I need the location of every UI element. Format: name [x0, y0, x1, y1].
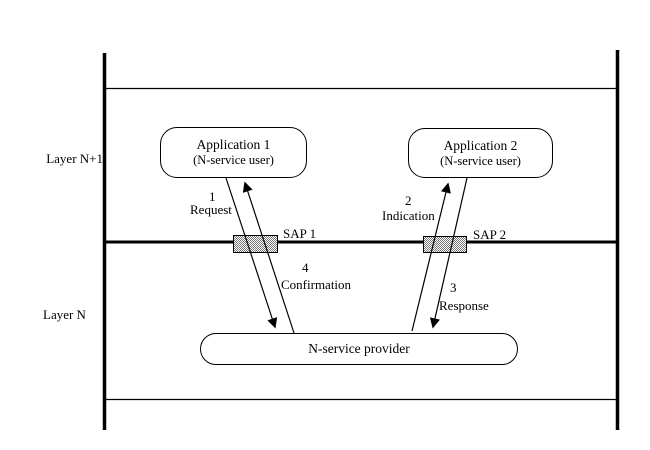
layer-lower-label: Layer N [43, 307, 86, 322]
request-arrow [225, 177, 278, 329]
sap2-connector [423, 236, 467, 253]
response-arrow [429, 177, 468, 329]
application1-subtitle: (N-service user) [193, 153, 274, 168]
indication-number: 2 [405, 193, 412, 208]
confirmation-arrow [242, 181, 295, 334]
confirmation-label: Confirmation [281, 277, 352, 292]
application2-box: Application 2 (N-service user) [408, 128, 553, 178]
indication-label: Indication [382, 208, 435, 223]
response-label: Response [439, 298, 489, 313]
sap2-label: SAP 2 [473, 227, 507, 242]
request-number: 1 [209, 189, 216, 204]
request-label: Request [190, 202, 232, 217]
confirmation-number: 4 [302, 260, 309, 275]
service-provider-title: N-service provider [308, 341, 410, 357]
application1-title: Application 1 [196, 137, 271, 153]
application2-subtitle: (N-service user) [440, 153, 521, 168]
indication-arrow [411, 182, 451, 332]
sap1-connector [233, 235, 278, 253]
layer-upper-label: Layer N+1 [46, 151, 103, 166]
application1-box: Application 1 (N-service user) [160, 127, 307, 178]
response-number: 3 [450, 280, 457, 295]
sap1-label: SAP 1 [283, 226, 317, 241]
service-provider-box: N-service provider [200, 333, 518, 365]
application2-title: Application 2 [443, 137, 518, 153]
